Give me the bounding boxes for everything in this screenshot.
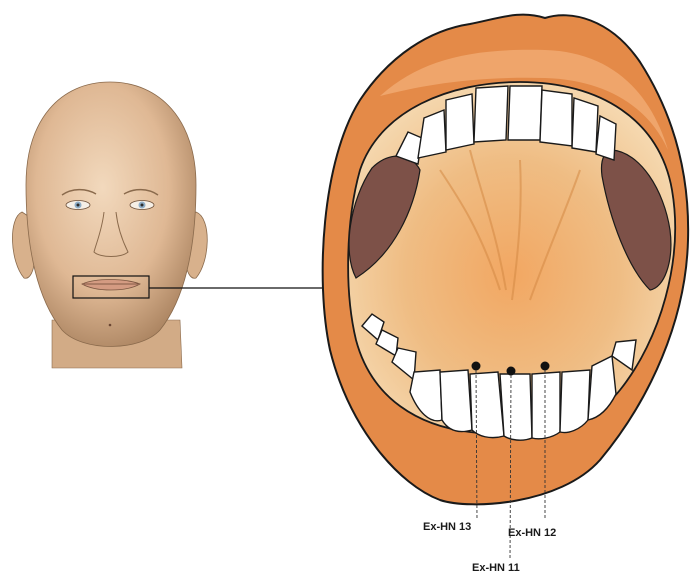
head-shape <box>26 82 196 347</box>
ex-hn-13-label: Ex-HN 13 <box>423 521 471 533</box>
right-eye <box>130 201 154 210</box>
chin-mark <box>109 324 112 327</box>
open-mouth-illustration <box>323 15 688 560</box>
ex-hn-12-label: Ex-HN 12 <box>508 527 556 539</box>
ex-hn-11-label: Ex-HN 11 <box>472 562 520 574</box>
left-eye <box>66 201 90 210</box>
ex-hn-12-marker <box>541 362 550 371</box>
ex-hn-11-marker <box>507 367 516 376</box>
ex-hn-13-marker <box>472 362 481 371</box>
head-illustration <box>12 82 207 368</box>
